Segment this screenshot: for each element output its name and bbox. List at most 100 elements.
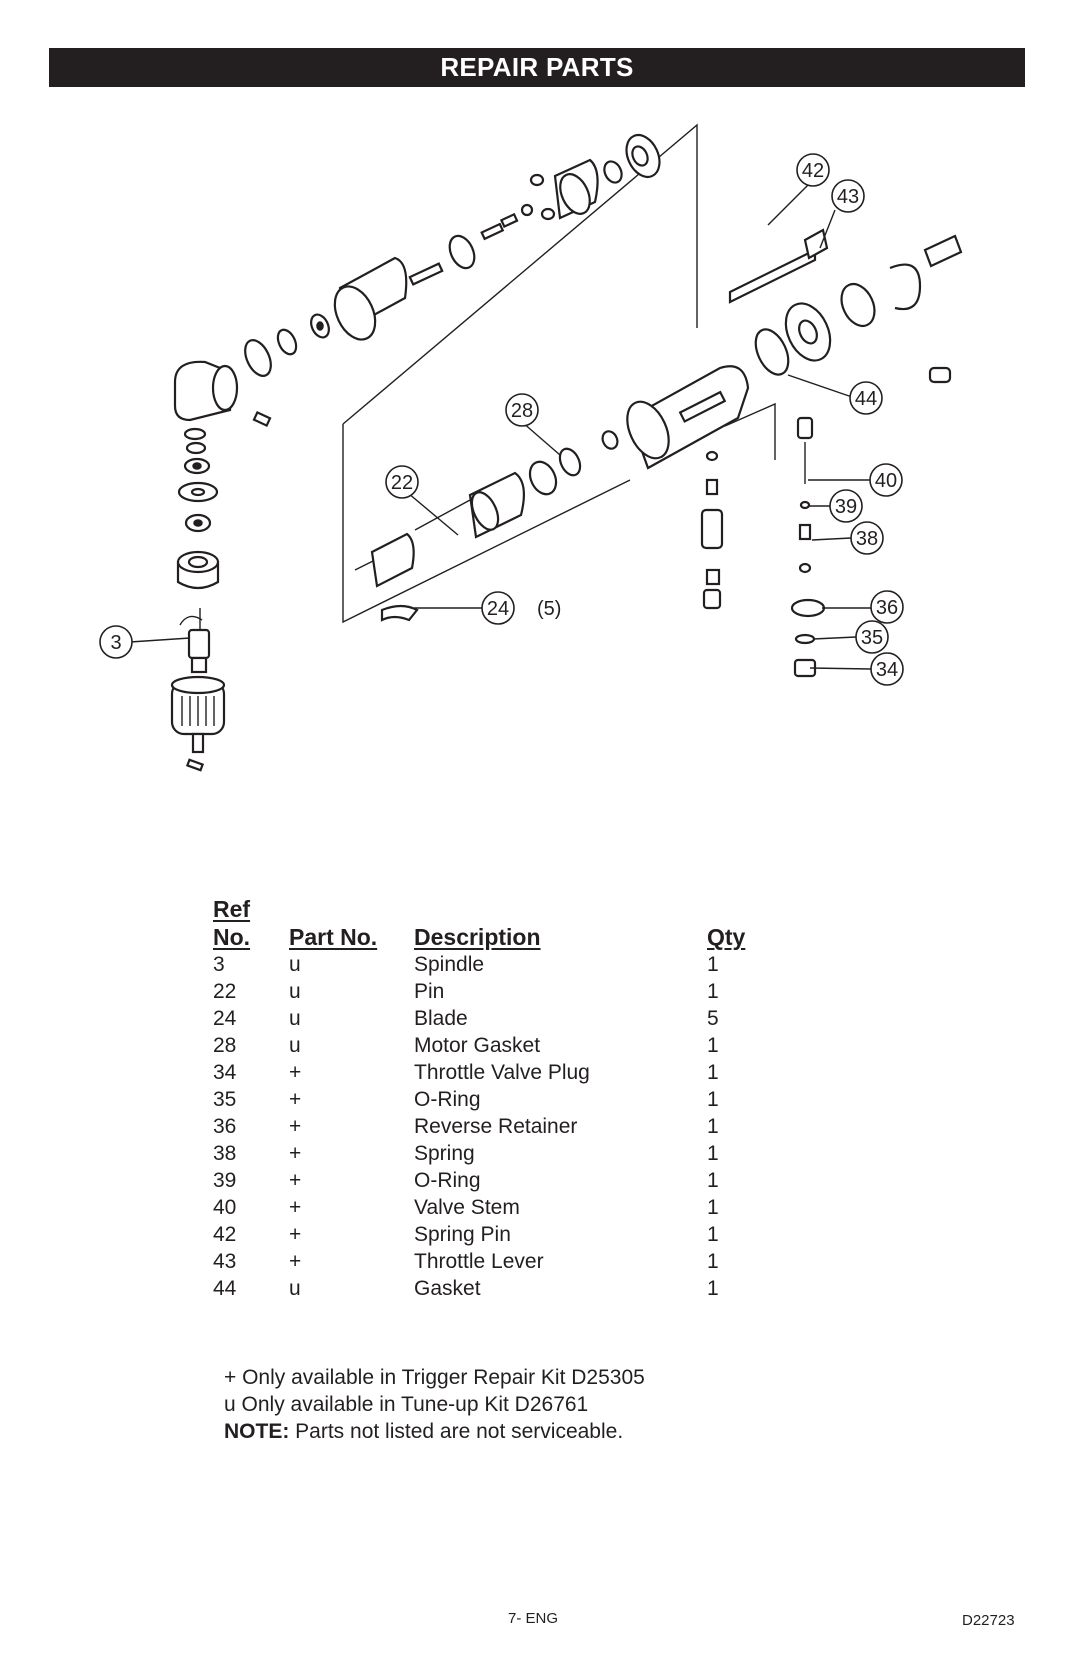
callout-34: 34 <box>870 652 904 686</box>
svg-text:43: 43 <box>837 186 859 208</box>
motor-boundary-frame <box>342 123 698 425</box>
svg-text:44: 44 <box>855 388 877 410</box>
note-label: NOTE: <box>224 1420 290 1443</box>
svg-text:3: 3 <box>110 632 121 654</box>
qty-cell: 1 <box>707 1169 719 1192</box>
motor-gear-assembly <box>244 133 661 377</box>
callout-28: 28 <box>505 393 539 427</box>
notes-block: + Only available in Trigger Repair Kit D… <box>224 1364 645 1445</box>
part-no-cell: + <box>289 1250 302 1273</box>
table-row: 40 + Valve Stem 1 <box>213 1194 773 1221</box>
description-cell: O-Ring <box>414 1169 481 1192</box>
callout-35: 35 <box>855 620 889 654</box>
svg-text:22: 22 <box>391 472 413 494</box>
qty-cell: 1 <box>707 1034 719 1057</box>
callout-39: 39 <box>829 489 863 523</box>
qty-cell: 1 <box>707 1196 719 1219</box>
ref-cell: 44 <box>213 1277 237 1300</box>
svg-text:42: 42 <box>802 160 824 182</box>
description-cell: Spring Pin <box>414 1223 511 1246</box>
callout-38: 38 <box>850 521 884 555</box>
ref-cell: 28 <box>213 1034 237 1057</box>
callout-36: 36 <box>870 590 904 624</box>
description-cell: Gasket <box>414 1277 481 1300</box>
svg-text:34: 34 <box>876 659 898 681</box>
description-cell: Blade <box>414 1007 468 1030</box>
part-no-cell: + <box>289 1196 302 1219</box>
motor-boundary-frame-lower <box>342 424 631 624</box>
table-row: 43 + Throttle Lever 1 <box>213 1248 773 1275</box>
part-no-cell: + <box>289 1115 302 1138</box>
housing-boundary-frame <box>724 402 776 460</box>
description-cell: Throttle Valve Plug <box>414 1061 590 1084</box>
ref-cell: 22 <box>213 980 237 1003</box>
callout-43: 43 <box>831 179 865 213</box>
page-title: REPAIR PARTS <box>49 48 1025 87</box>
rotor-cylinder-assembly <box>354 430 619 622</box>
description-cell: Spring <box>414 1142 475 1165</box>
ref-cell: 3 <box>213 953 225 976</box>
part-no-cell: + <box>289 1142 302 1165</box>
header-qty: Qty <box>707 924 746 950</box>
qty-cell: 1 <box>707 1223 719 1246</box>
description-cell: O-Ring <box>414 1088 481 1111</box>
housing-assembly <box>626 228 963 678</box>
part-no-cell: u <box>289 953 301 976</box>
table-row: 39 + O-Ring 1 <box>213 1167 773 1194</box>
part-no-cell: u <box>289 1034 301 1057</box>
table-header-row-1: Ref <box>213 895 773 923</box>
description-cell: Pin <box>414 980 445 1003</box>
header-ref: Ref <box>213 896 251 922</box>
tuneup-kit-note: u Only available in Tune-up Kit D26761 <box>224 1393 589 1416</box>
exploded-parts-diagram: 3 22 24 (5) 28 34 35 36 38 39 40 42 43 4… <box>99 123 963 772</box>
angle-head-assembly <box>170 360 272 772</box>
qty-cell: 1 <box>707 1277 719 1300</box>
ref-cell: 43 <box>213 1250 237 1273</box>
page-number: 7- ENG <box>508 1610 559 1627</box>
part-no-cell: + <box>289 1088 302 1111</box>
part-no-cell: + <box>289 1223 302 1246</box>
blade-quantity-note: (5) <box>537 598 561 620</box>
description-cell: Throttle Lever <box>414 1250 544 1273</box>
callout-22: 22 <box>385 465 419 499</box>
note-text: Parts not listed are not serviceable. <box>289 1420 624 1443</box>
ref-cell: 38 <box>213 1142 237 1165</box>
serviceable-note: NOTE: Parts not listed are not serviceab… <box>224 1418 645 1445</box>
header-part-no: Part No. <box>289 924 378 950</box>
header-description: Description <box>414 924 541 950</box>
part-no-cell: + <box>289 1169 302 1192</box>
svg-text:40: 40 <box>875 470 897 492</box>
qty-cell: 1 <box>707 953 719 976</box>
ref-cell: 36 <box>213 1115 237 1138</box>
qty-cell: 1 <box>707 1250 719 1273</box>
table-row: 42 + Spring Pin 1 <box>213 1221 773 1248</box>
part-no-cell: + <box>289 1061 302 1084</box>
callout-42: 42 <box>796 153 830 187</box>
table-row: 38 + Spring 1 <box>213 1140 773 1167</box>
ref-cell: 40 <box>213 1196 237 1219</box>
description-cell: Spindle <box>414 953 485 976</box>
ref-cell: 39 <box>213 1169 237 1192</box>
description-cell: Valve Stem <box>414 1196 520 1219</box>
part-no-cell: u <box>289 1277 301 1300</box>
header-no: No. <box>213 924 251 950</box>
qty-cell: 1 <box>707 1115 719 1138</box>
svg-text:38: 38 <box>856 528 878 550</box>
table-row: 3 u Spindle 1 <box>213 951 773 978</box>
svg-text:39: 39 <box>835 496 857 518</box>
qty-cell: 1 <box>707 1142 719 1165</box>
ref-cell: 42 <box>213 1223 237 1246</box>
svg-text:36: 36 <box>876 597 898 619</box>
callout-40: 40 <box>869 463 903 497</box>
parts-table: Ref No. Part No. Description Qty 3 u Spind… <box>213 895 773 1302</box>
svg-text:35: 35 <box>861 627 883 649</box>
ref-cell: 34 <box>213 1061 237 1084</box>
svg-text:28: 28 <box>511 400 533 422</box>
table-header-row-2: No. Part No. Description Qty <box>213 923 773 951</box>
table-row: 44 u Gasket 1 <box>213 1275 773 1302</box>
